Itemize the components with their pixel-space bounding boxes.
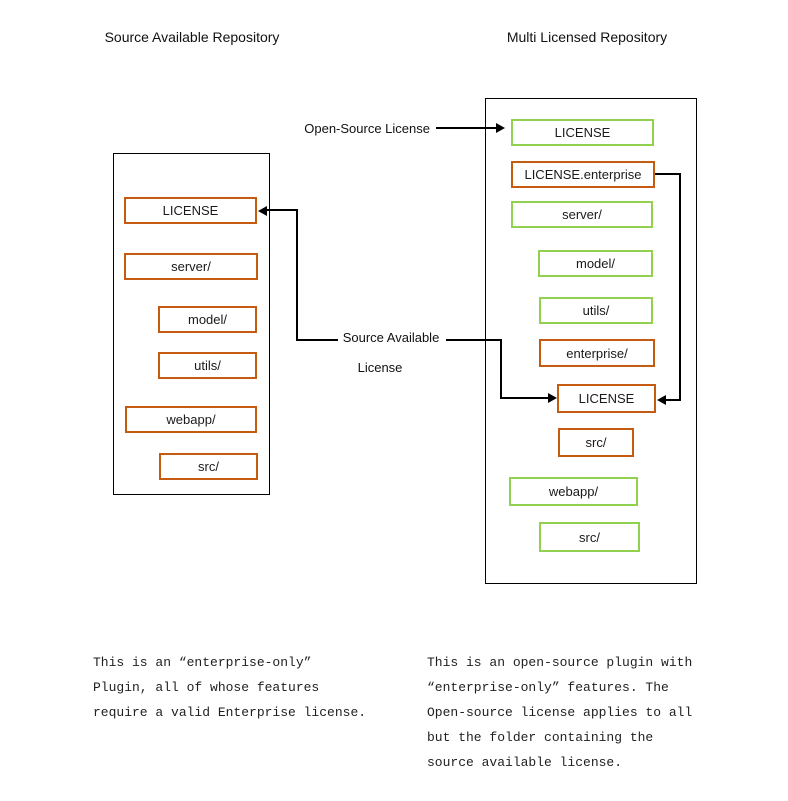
connector-line	[436, 127, 497, 129]
note-line: “enterprise-only” features. The	[427, 680, 669, 695]
left-repo-title: Source Available Repository	[104, 29, 280, 45]
right-file-license-inner: LICENSE	[557, 384, 656, 413]
source-available-license-label-line1: Source Available	[340, 330, 442, 345]
open-source-license-label: Open-Source License	[304, 121, 430, 136]
connector-line	[500, 397, 549, 399]
connector-line	[655, 173, 681, 175]
arrowhead-into-open-license-icon	[496, 123, 505, 133]
left-folder-webapp: webapp/	[125, 406, 257, 433]
right-folder-server: server/	[511, 201, 653, 228]
left-folder-server: server/	[124, 253, 258, 280]
right-folder-model: model/	[538, 250, 653, 277]
connector-line	[665, 399, 681, 401]
arrowhead-into-left-license-icon	[258, 206, 267, 216]
right-note: This is an open-source plugin with “ente…	[427, 650, 692, 775]
note-line: Plugin, all of whose features	[93, 680, 320, 695]
right-file-license-enterprise: LICENSE.enterprise	[511, 161, 655, 188]
note-line: Open-source license applies to all	[427, 705, 693, 720]
right-folder-src-enterprise: src/	[558, 428, 634, 457]
connector-line	[500, 339, 502, 399]
left-note: This is an “enterprise-only” Plugin, all…	[93, 650, 366, 725]
note-line: source available license.	[427, 755, 623, 770]
right-folder-src: src/	[539, 522, 640, 552]
note-line: This is an “enterprise-only”	[93, 655, 312, 670]
note-line: require a valid Enterprise license.	[93, 705, 367, 720]
note-line: but the folder containing the	[427, 730, 654, 745]
connector-line	[679, 173, 681, 401]
left-folder-utils: utils/	[158, 352, 257, 379]
right-file-license-open: LICENSE	[511, 119, 654, 146]
note-line: This is an open-source plugin with	[427, 655, 693, 670]
left-file-license: LICENSE	[124, 197, 257, 224]
right-repo-title: Multi Licensed Repository	[506, 29, 668, 45]
left-folder-src: src/	[159, 453, 258, 480]
arrowhead-into-inner-license-right-icon	[657, 395, 666, 405]
left-folder-model: model/	[158, 306, 257, 333]
connector-line	[266, 209, 298, 211]
connector-line	[296, 209, 298, 341]
connector-line	[446, 339, 502, 341]
source-available-license-label-line2: License	[340, 360, 420, 375]
right-folder-utils: utils/	[539, 297, 653, 324]
connector-line	[296, 339, 338, 341]
arrowhead-into-inner-license-left-icon	[548, 393, 557, 403]
right-folder-webapp: webapp/	[509, 477, 638, 506]
right-folder-enterprise: enterprise/	[539, 339, 655, 367]
